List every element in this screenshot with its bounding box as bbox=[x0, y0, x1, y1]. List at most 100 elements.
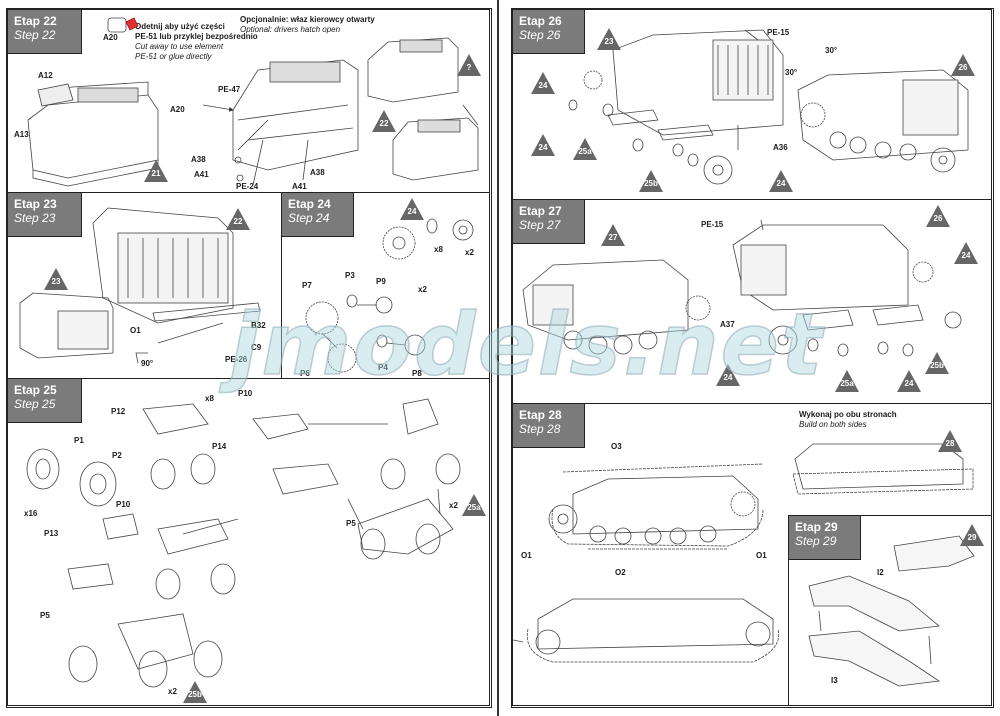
cut-note-pl1: Odetnij aby użyć części bbox=[135, 22, 225, 31]
label-p9: P9 bbox=[376, 277, 386, 286]
hatch-note-en: Optional: drivers hatch open bbox=[240, 25, 341, 34]
label-p3: P3 bbox=[345, 271, 355, 280]
both-sides-pl: Wykonaj po obu stronach bbox=[799, 410, 897, 419]
step-23-header: Etap 23 Step 23 bbox=[8, 193, 82, 237]
label-p6: P6 bbox=[300, 369, 310, 378]
label-i2: I2 bbox=[877, 568, 884, 577]
label-p7: P7 bbox=[302, 281, 312, 290]
badge-23: 23 bbox=[44, 268, 68, 290]
step-29-panel: Etap 29 Step 29 I2 I3 29 bbox=[788, 515, 992, 706]
label-p13: P13 bbox=[44, 529, 59, 538]
label-p5: P5 bbox=[346, 519, 356, 528]
label-p14: P14 bbox=[212, 442, 227, 451]
label-b32: B32 bbox=[251, 321, 266, 330]
step-27-header: Etap 27 Step 27 bbox=[513, 200, 585, 244]
label-a36: A36 bbox=[773, 143, 788, 152]
hatch-note-pl: Opcjonalnie: właz kierowcy otwarty bbox=[240, 15, 375, 24]
step-26-panel: Etap 26 Step 26 PE-15 bbox=[512, 9, 992, 200]
badge-25b: 25b bbox=[639, 170, 663, 192]
label-p2: P2 bbox=[112, 451, 122, 460]
step-title-pl: Etap 24 bbox=[288, 197, 331, 211]
step-title-pl: Etap 23 bbox=[14, 197, 57, 211]
step-27-drawing bbox=[522, 219, 962, 357]
label-p12: P12 bbox=[111, 407, 126, 416]
label-x8: x8 bbox=[205, 394, 214, 403]
step-29-header: Etap 29 Step 29 bbox=[789, 516, 861, 560]
label-x2: x2 bbox=[168, 687, 177, 696]
step-title-en: Step 26 bbox=[519, 28, 561, 42]
badge-24: 24 bbox=[954, 242, 978, 264]
step-26-drawing bbox=[568, 29, 969, 185]
label-o3: O3 bbox=[611, 442, 622, 451]
step-28-drawing bbox=[513, 443, 974, 663]
step-title-en: Step 25 bbox=[14, 397, 56, 411]
badge-25a: 25a bbox=[835, 370, 859, 392]
badge-22: 22 bbox=[372, 110, 396, 132]
left-page: Etap 22 Step 22 Opcjonalnie: właz kierow… bbox=[6, 8, 492, 708]
label-a20: A20 bbox=[103, 33, 118, 42]
cut-note-en2: PE-51 or glue directly bbox=[135, 52, 212, 61]
label-x2: x2 bbox=[449, 501, 458, 510]
step-22-header: Etap 22 Step 22 bbox=[8, 10, 82, 54]
label-30deg: 30° bbox=[825, 46, 838, 55]
label-x16: x16 bbox=[24, 509, 38, 518]
label-p10: P10 bbox=[238, 389, 253, 398]
badge-26: 26 bbox=[926, 205, 950, 227]
label-a38: A38 bbox=[191, 155, 206, 164]
cut-note: Odetnij aby użyć części PE-51 lub przykl… bbox=[135, 22, 258, 62]
step-title-pl: Etap 25 bbox=[14, 383, 57, 397]
badge-29: 29 bbox=[960, 524, 984, 546]
both-sides-en: Build on both sides bbox=[799, 420, 867, 429]
step-25-panel: Etap 25 Step 25 bbox=[7, 378, 490, 706]
label-o1: O1 bbox=[756, 551, 767, 560]
step-title-pl: Etap 22 bbox=[14, 14, 57, 28]
badge-25b: 25b bbox=[183, 681, 207, 703]
badge-21: 21 bbox=[144, 160, 168, 182]
badge-question: ? bbox=[457, 54, 481, 76]
label-a20: A20 bbox=[170, 105, 185, 114]
step-25-drawing bbox=[26, 398, 461, 688]
label-o1: O1 bbox=[130, 326, 141, 335]
label-a38: A38 bbox=[310, 168, 325, 177]
label-pe24: PE-24 bbox=[236, 182, 259, 191]
step-24-drawing bbox=[305, 218, 474, 373]
label-pe26: PE-26 bbox=[225, 355, 248, 364]
badge-22: 22 bbox=[226, 208, 250, 230]
label-pe15: PE-15 bbox=[767, 28, 790, 37]
badge-24: 24 bbox=[716, 364, 740, 386]
step-26-header: Etap 26 Step 26 bbox=[513, 10, 585, 54]
cut-note-pl2: PE-51 lub przyklej bezpośrednio bbox=[135, 32, 258, 41]
badge-28: 28 bbox=[938, 430, 962, 452]
step-24-header: Etap 24 Step 24 bbox=[282, 193, 354, 237]
hatch-note: Opcjonalnie: właz kierowcy otwarty Optio… bbox=[240, 15, 375, 35]
step-23-drawing bbox=[19, 207, 261, 364]
step-29-drawing bbox=[808, 535, 975, 687]
label-pe47: PE-47 bbox=[218, 85, 241, 94]
label-pe15: PE-15 bbox=[701, 220, 724, 229]
label-p10: P10 bbox=[116, 500, 131, 509]
badge-26: 26 bbox=[951, 54, 975, 76]
badge-24: 24 bbox=[400, 198, 424, 220]
step-title-pl: Etap 27 bbox=[519, 204, 562, 218]
label-p5: P5 bbox=[40, 611, 50, 620]
step-28-header: Etap 28 Step 28 bbox=[513, 404, 585, 448]
step-title-en: Step 28 bbox=[519, 422, 561, 436]
step-title-pl: Etap 29 bbox=[795, 520, 838, 534]
step-title-pl: Etap 28 bbox=[519, 408, 562, 422]
label-a13: A13 bbox=[14, 130, 29, 139]
label-x2: x2 bbox=[418, 285, 427, 294]
step-title-en: Step 22 bbox=[14, 28, 56, 42]
badge-24: 24 bbox=[531, 134, 555, 156]
label-a41: A41 bbox=[292, 182, 307, 191]
badge-24: 24 bbox=[897, 370, 921, 392]
label-90deg: 90° bbox=[141, 359, 154, 368]
step-title-en: Step 29 bbox=[795, 534, 837, 548]
page-gutter bbox=[497, 0, 499, 716]
label-a37: A37 bbox=[720, 320, 735, 329]
badge-24: 24 bbox=[769, 170, 793, 192]
badge-25b: 25b bbox=[925, 352, 949, 374]
step-24-panel: Etap 24 Step 24 x8 x2 x2 P7 P3 P9 P6 P4 bbox=[281, 192, 490, 379]
label-x2: x2 bbox=[465, 248, 474, 257]
label-o1: O1 bbox=[521, 551, 532, 560]
step-title-en: Step 23 bbox=[14, 211, 56, 225]
